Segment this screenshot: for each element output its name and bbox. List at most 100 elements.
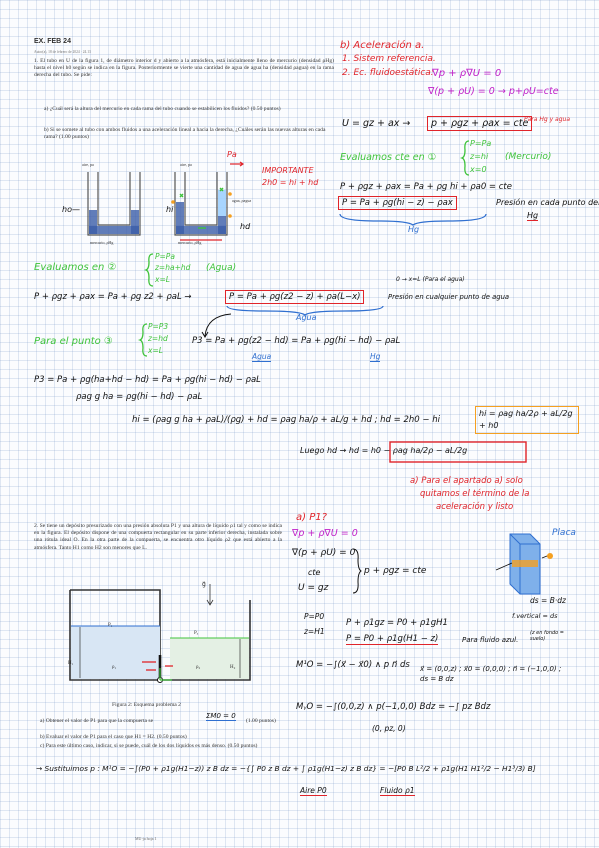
p2-e2: P = P0 + ρ1g(H1 − z) xyxy=(346,634,439,645)
deriv-line1: P3 = Pa + ρg(ha+hd − hd) = Pa + ρg(hi − … xyxy=(34,375,261,385)
hg-underbrace-label: Hg xyxy=(408,225,420,234)
problem2-qb: b) Evaluar el valor de P1 para el caso q… xyxy=(40,734,187,740)
problem1-statement: 1. El tubo en U de la figura 1, de diáme… xyxy=(34,58,334,79)
problem2-qa-hw: ΣM0 = 0 xyxy=(206,712,236,721)
hd-box-frame xyxy=(389,441,527,463)
red-note-1: a) Para el apartado a) solo xyxy=(410,476,523,486)
eval-hg-sys-1: z=hi xyxy=(470,152,489,161)
box-p-hg-note: Presión en cada punto del xyxy=(496,198,599,207)
eval-ag-title: Evaluamos en ② xyxy=(34,262,117,273)
box-p-cte: p + ρgz + ρax = cte xyxy=(427,116,533,131)
box-hi: hi = ρag ha/2ρ + aL/2g + h0 xyxy=(475,406,579,434)
plate-sketch xyxy=(495,533,553,595)
p2-e1: P + ρ1gz = P0 + ρ1gH1 xyxy=(346,618,448,628)
zero-note: 0 → x=L (Para el agua) xyxy=(396,276,465,283)
p2-sys-0: P=P0 xyxy=(304,612,325,621)
p2-res: p + ρgz = cte xyxy=(364,566,427,576)
box-p-cte-note: Para Hg y agua xyxy=(524,116,570,123)
p2-e2-note: Para fluido azul. xyxy=(462,636,519,644)
box-p-agua: P = Pa + ρg(z2 − z) + ρa(L−x) xyxy=(225,290,365,304)
moment-1: M¹O = −∫(x⃗ − x⃗0) ∧ p n⃗ ds xyxy=(296,660,410,670)
problem2-qa: a) Obtener el valor de P1 para que la co… xyxy=(40,718,154,724)
importante-eq: 2h0 = hi + hd xyxy=(262,178,319,187)
brace-ag xyxy=(143,253,154,287)
tank-pa: Pₐ xyxy=(194,631,199,636)
box-p-hg: P = Pa + ρg(hi − z) − ρax xyxy=(338,196,457,210)
p2-eq1: ∇p + ρ∇U = 0 xyxy=(292,528,358,539)
p2-sys-1: z=H1 xyxy=(304,627,325,636)
note-b2: 2. Ec. fluidoestática: xyxy=(342,68,434,78)
note-b1: 1. Sistem referencia. xyxy=(342,54,436,64)
p2-eq2: ∇(p + ρU) = 0 xyxy=(292,548,356,558)
placa-label: Placa xyxy=(552,528,576,538)
p3-sys-0: P=P3 xyxy=(148,322,169,331)
agua-underbrace xyxy=(226,305,384,316)
problem2-statement: 2. Se tiene un depósito presurizado con … xyxy=(34,523,282,551)
eval-ag-tag: (Agua) xyxy=(206,263,237,273)
problem1-question-b: b) Si se somete al tubo con ambos fluido… xyxy=(44,127,326,141)
fig1-caption-left: mercurio, ρHg xyxy=(90,240,114,245)
p2-cte: cte xyxy=(308,568,321,577)
p2-e2-note2: (z en fondo = suelo) xyxy=(530,630,564,642)
tank-p1: P₁ xyxy=(108,623,113,628)
p3-sys-2: x=L xyxy=(148,346,163,355)
eval-ag-sys-1: z=ha+hd xyxy=(155,263,191,272)
tank-figure xyxy=(69,584,251,683)
box-p-hg-note2: Hg xyxy=(527,211,539,221)
hg-underbrace xyxy=(339,213,487,226)
tank-rho2: ρ₂ xyxy=(196,665,201,670)
eval-ag-sys-2: x=L xyxy=(155,275,170,284)
p3-hg-label: Hg xyxy=(370,352,381,362)
fig1-label-left: aire, pa xyxy=(82,162,94,167)
tank-rho1: ρ₁ xyxy=(112,665,117,670)
fig1-caption-right: mercurio, ρHg xyxy=(178,240,202,245)
note-b-title: b) Aceleración a. xyxy=(340,40,425,51)
tank-g: g⃗ xyxy=(202,582,206,588)
problem2-caption: Figura 2: Esquema problema 2 xyxy=(112,702,181,708)
eval-hg-title: Evaluamos cte en ① xyxy=(340,152,437,163)
eval-hg-sys-0: P=Pa xyxy=(470,139,492,148)
p3-sys-1: z=hd xyxy=(148,334,168,343)
eval-ag-sys-0: P=Pa xyxy=(155,252,175,261)
fig1-water-label: agua, ρagua xyxy=(232,198,252,203)
moment-2-mid: (0, pz, 0) xyxy=(372,724,406,733)
p3-agua-label: Agua xyxy=(252,352,272,362)
problem1-question-a: a) ¿Cuál será la altura del mercurio en … xyxy=(44,106,281,112)
vert-label: f.vertical = ds xyxy=(512,612,558,620)
hw-h0: ho— xyxy=(62,205,80,214)
page-footer: MU-ja hoja 1 xyxy=(135,836,157,841)
u-tube-figure xyxy=(87,161,245,241)
substitution-line: → Sustituimos p : M¹O = −∫(P0 + ρ1g(H1−z… xyxy=(36,764,536,773)
agua-eq-left: P + ρgz + ρax = Pa + ρg z2 + ρaL → xyxy=(34,292,192,302)
brace-hg xyxy=(459,140,470,176)
hw-hd: hd xyxy=(240,222,251,231)
importante-label: IMPORTANTE xyxy=(262,166,314,175)
eval-hg-tag: (Mercurio) xyxy=(505,152,552,162)
eval-hg-sys-2: x=0 xyxy=(470,165,487,174)
tank-h1: H₁ xyxy=(68,661,74,666)
p2-u: U = gz xyxy=(298,583,329,593)
deriv-line2: ρag g ha = ρg(hi − hd) − ρaL xyxy=(76,392,203,402)
note-b3: ∇(p + ρU) = 0 → p+ρU=cte xyxy=(428,86,559,97)
moment-1-def: x⃗ = (0,0,z) ; x⃗0 = (0,0,0) ; n⃗ = (−1,… xyxy=(420,665,562,683)
sust-aire: Aire P0 xyxy=(300,786,327,796)
fig1-label-right: aire, pa xyxy=(180,162,192,167)
deriv-line4: Luego hd → hd = h0 − ρag ha/2ρ − aL/2g xyxy=(300,446,468,455)
hw-hi: hi xyxy=(166,205,174,214)
tank-h2: H₂ xyxy=(230,665,236,670)
brace-p3 xyxy=(137,323,148,357)
p2-a-title: a) P1? xyxy=(296,512,327,523)
note-b2-eq: ∇p + ρ∇U = 0 xyxy=(432,68,502,79)
ds-label: ds = B·dz xyxy=(530,596,566,605)
exam-subtitle: Autor(a), 18 de febrero de 2024 · 24.13 xyxy=(34,50,91,54)
hw-pa: Pa xyxy=(227,150,237,159)
exam-title: EX. FEB 24 xyxy=(34,38,71,45)
red-note-3: aceleración y listo xyxy=(436,502,514,512)
cte-eq: P + ρgz + ρax = Pa + ρg hi + ρa0 = cte xyxy=(340,182,512,192)
agua-underbrace-label: Agua xyxy=(296,313,317,322)
agua-note: Presión en cualquier punto de agua xyxy=(388,293,510,301)
problem2-qc: c) Para este último caso, indicar, si se… xyxy=(40,743,258,749)
red-note-2: quitamos el término de la xyxy=(420,489,530,499)
sust-fluido: Fluido ρ1 xyxy=(380,786,415,796)
moment-2: MᵧO = −∫(0,0,z) ∧ p(−1,0,0) Bdz = −∫ pz … xyxy=(296,702,491,712)
